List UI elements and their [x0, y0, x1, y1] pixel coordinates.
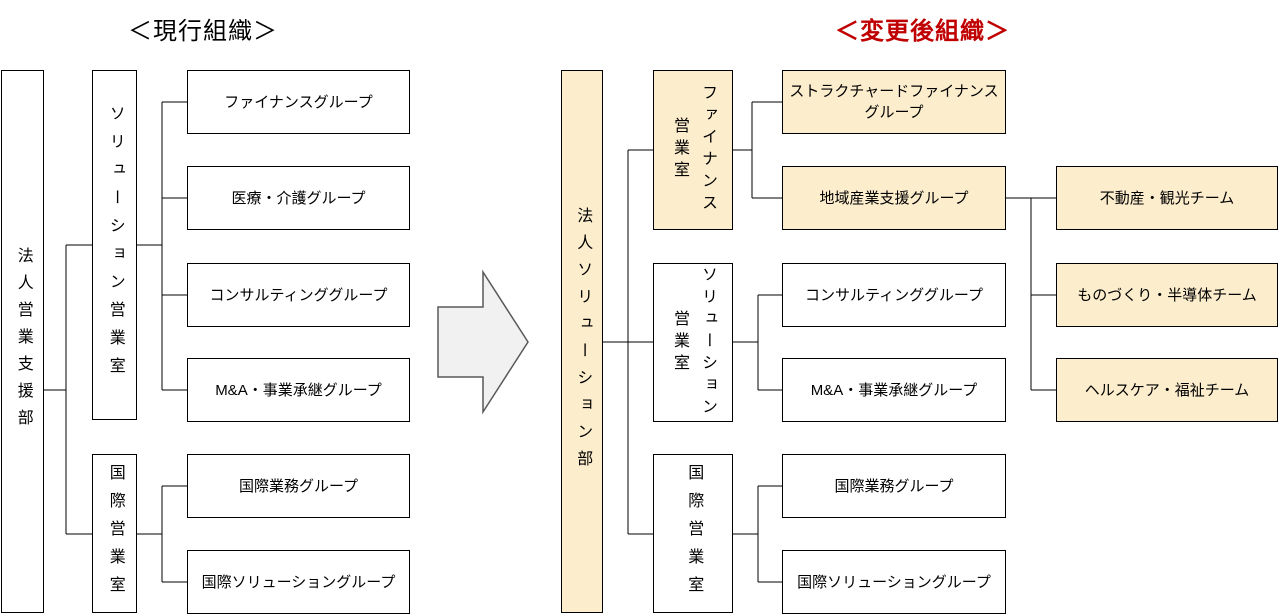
- after-group-consulting: コンサルティンググループ: [782, 263, 1006, 327]
- current-group-intl-business-label: 国際業務グループ: [238, 477, 359, 495]
- after-group-consulting-label: コンサルティンググループ: [805, 286, 983, 304]
- after-office-solution-label: ソリューション 営業室: [671, 265, 716, 420]
- after-group-ma-succession-label: M&A・事業承継グループ: [810, 381, 978, 399]
- team-manufacturing-semiconductor-label: ものづくり・半導体チーム: [1077, 286, 1257, 304]
- after-group-regional-industry: 地域産業支援グループ: [782, 166, 1006, 230]
- after-department-label: 法人ソリューション部: [574, 206, 592, 477]
- team-real-estate-tourism: 不動産・観光チーム: [1056, 166, 1278, 230]
- after-office-international-label: 国際営業室: [685, 463, 703, 604]
- current-group-ma-succession-label: M&A・事業承継グループ: [215, 381, 382, 399]
- current-group-finance: ファイナンスグループ: [187, 70, 410, 134]
- current-department-label: 法人営業支援部: [14, 247, 32, 436]
- team-real-estate-tourism-label: 不動産・観光チーム: [1099, 189, 1235, 207]
- after-office-finance-box: ファイナンス 営業室: [653, 70, 733, 230]
- after-group-intl-business-label: 国際業務グループ: [834, 477, 954, 495]
- current-office-international-label: 国際営業室: [106, 463, 124, 604]
- team-healthcare-welfare-label: ヘルスケア・福祉チーム: [1084, 381, 1250, 399]
- current-group-medical-care-label: 医療・介護グループ: [231, 189, 366, 207]
- after-group-intl-solution-label: 国際ソリューショングループ: [797, 573, 991, 591]
- after-office-solution-box: ソリューション 営業室: [653, 263, 733, 422]
- change-arrow-icon: [437, 269, 529, 415]
- team-healthcare-welfare: ヘルスケア・福祉チーム: [1056, 358, 1278, 422]
- after-group-ma-succession: M&A・事業承継グループ: [782, 358, 1006, 422]
- current-org-title: ＜現行組織＞: [128, 18, 278, 45]
- after-office-international-box: 国際営業室: [653, 454, 733, 613]
- after-group-structured-finance-label: ストラクチャードファイナンス グループ: [789, 83, 999, 121]
- after-department-box: 法人ソリューション部: [561, 70, 603, 613]
- after-group-structured-finance: ストラクチャードファイナンス グループ: [782, 70, 1006, 134]
- current-group-intl-solution-label: 国際ソリューショングループ: [201, 573, 396, 591]
- current-group-consulting: コンサルティンググループ: [187, 263, 410, 327]
- current-group-intl-business: 国際業務グループ: [187, 454, 410, 518]
- current-group-finance-label: ファイナンスグループ: [224, 93, 373, 111]
- current-office-solution-box: ソリューション営業室: [92, 70, 137, 420]
- current-department-box: 法人営業支援部: [1, 70, 44, 613]
- after-org-title: ＜変更後組織＞: [835, 18, 1010, 45]
- team-manufacturing-semiconductor: ものづくり・半導体チーム: [1056, 263, 1278, 327]
- current-office-international-box: 国際営業室: [92, 454, 137, 613]
- after-group-regional-industry-label: 地域産業支援グループ: [819, 189, 969, 207]
- current-group-medical-care: 医療・介護グループ: [187, 166, 410, 230]
- current-group-intl-solution: 国際ソリューショングループ: [187, 550, 410, 614]
- after-group-intl-solution: 国際ソリューショングループ: [782, 550, 1006, 614]
- current-group-consulting-label: コンサルティンググループ: [209, 286, 388, 304]
- after-group-intl-business: 国際業務グループ: [782, 454, 1006, 518]
- current-office-solution-label: ソリューション営業室: [106, 105, 124, 385]
- after-office-finance-label: ファイナンス 営業室: [671, 84, 716, 216]
- current-group-ma-succession: M&A・事業承継グループ: [187, 358, 410, 422]
